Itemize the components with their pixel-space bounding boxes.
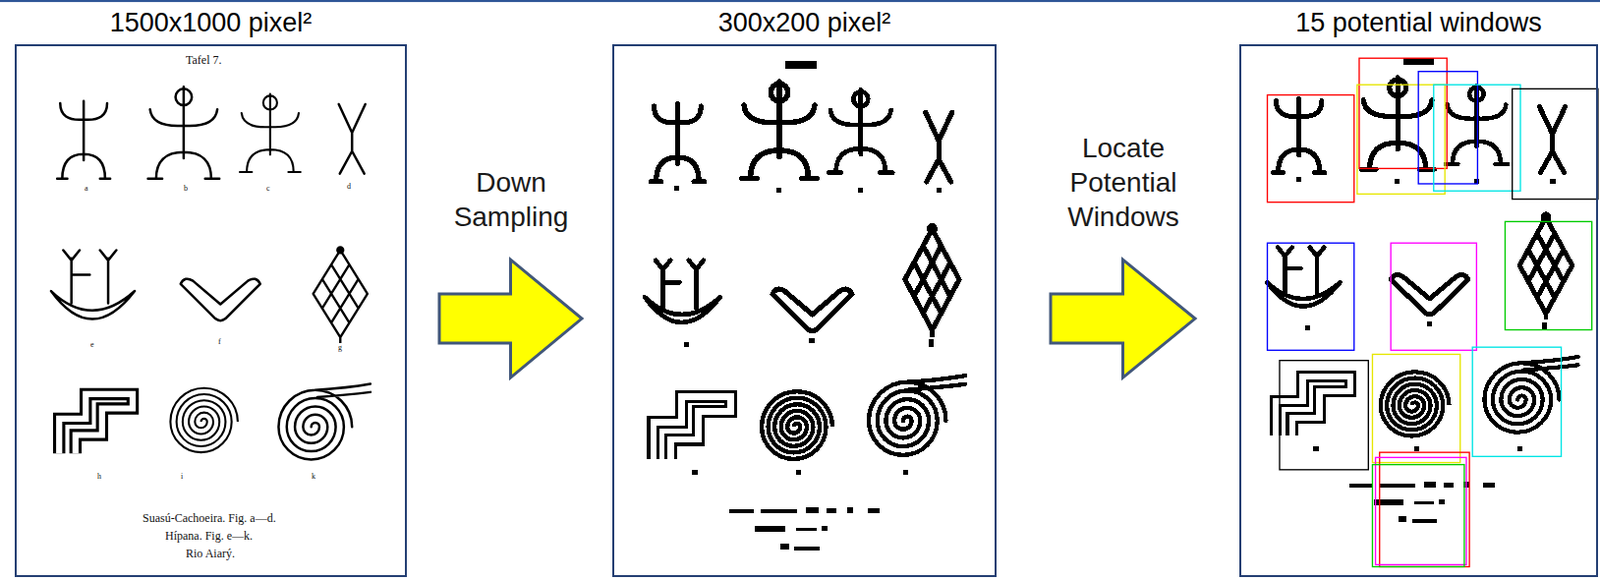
pixel-figure xyxy=(905,225,960,337)
figure-letter: g xyxy=(338,342,343,352)
block-arrow xyxy=(439,259,582,378)
figure-c xyxy=(239,94,301,172)
figure-letter: b xyxy=(183,183,188,193)
window-box xyxy=(1267,95,1355,203)
window-box xyxy=(1279,360,1369,470)
window-box xyxy=(1375,457,1467,565)
pixel-figure xyxy=(644,260,721,323)
window-box xyxy=(1379,452,1470,567)
pixel-figure xyxy=(650,104,704,182)
figure-letter: i xyxy=(180,471,183,481)
window-box xyxy=(1418,71,1478,184)
window-figures xyxy=(1266,57,1578,523)
figure-d xyxy=(339,104,366,174)
figure-b xyxy=(148,86,221,178)
figure-i xyxy=(170,388,238,453)
window-box xyxy=(1357,84,1445,194)
figure-e xyxy=(51,249,135,319)
pixel-figure xyxy=(828,89,893,172)
window-box xyxy=(1371,353,1460,462)
panel-heading: 300x200 pixel² xyxy=(594,6,1015,39)
panel-heading: 1500x1000 pixel² xyxy=(0,6,425,39)
window-box xyxy=(1371,464,1464,568)
plate-caption: Rio Aiarý. xyxy=(185,547,235,562)
figure-letter: d xyxy=(346,181,351,191)
window-box xyxy=(1472,346,1561,457)
pixel-figure xyxy=(653,396,731,458)
pixel-figure xyxy=(761,391,833,459)
figure-g xyxy=(313,246,368,343)
panel-heading: 15 potential windows xyxy=(1221,6,1600,39)
pixel-figure xyxy=(772,288,853,332)
figure-letter: f xyxy=(218,337,222,346)
original-figures xyxy=(51,86,371,459)
step-label: Locate Potential Windows xyxy=(1044,130,1202,234)
window-box xyxy=(1504,221,1592,330)
candidate-windows-panel: 15 potential windows xyxy=(1239,44,1599,577)
figure-letter: k xyxy=(311,471,316,481)
figure-letter: h xyxy=(97,471,102,481)
original-image-panel: 1500x1000 pixel² xyxy=(14,44,407,577)
plate-caption: Hípana. Fig. e—k. xyxy=(165,529,253,544)
figure-letter: a xyxy=(84,183,89,193)
figure-letter: c xyxy=(266,183,271,193)
step-label: Down Sampling xyxy=(432,165,590,234)
figure-k xyxy=(278,384,370,460)
figure-h xyxy=(58,394,133,454)
window-box xyxy=(1390,242,1477,350)
downsampled-image-panel: 300x200 pixel² xyxy=(612,44,997,577)
figure-a xyxy=(57,101,111,179)
top-rule xyxy=(0,0,1600,2)
plate-caption: Suasú-Cachoeira. Fig. a—d. xyxy=(142,512,277,526)
pixel-figure xyxy=(925,112,953,182)
window-box xyxy=(1267,242,1355,350)
pixel-figure xyxy=(742,81,817,178)
window-box xyxy=(1512,88,1599,199)
pixel-blobs xyxy=(674,60,942,551)
candidate-windows xyxy=(1267,57,1599,567)
downsampled-figures xyxy=(644,60,966,551)
window-box xyxy=(1433,84,1521,191)
figure-letter: e xyxy=(90,340,95,349)
plate-title: Tafel 7. xyxy=(185,54,222,68)
figure-f xyxy=(180,279,261,322)
block-arrow xyxy=(1050,259,1196,378)
pixel-figure xyxy=(868,375,966,456)
